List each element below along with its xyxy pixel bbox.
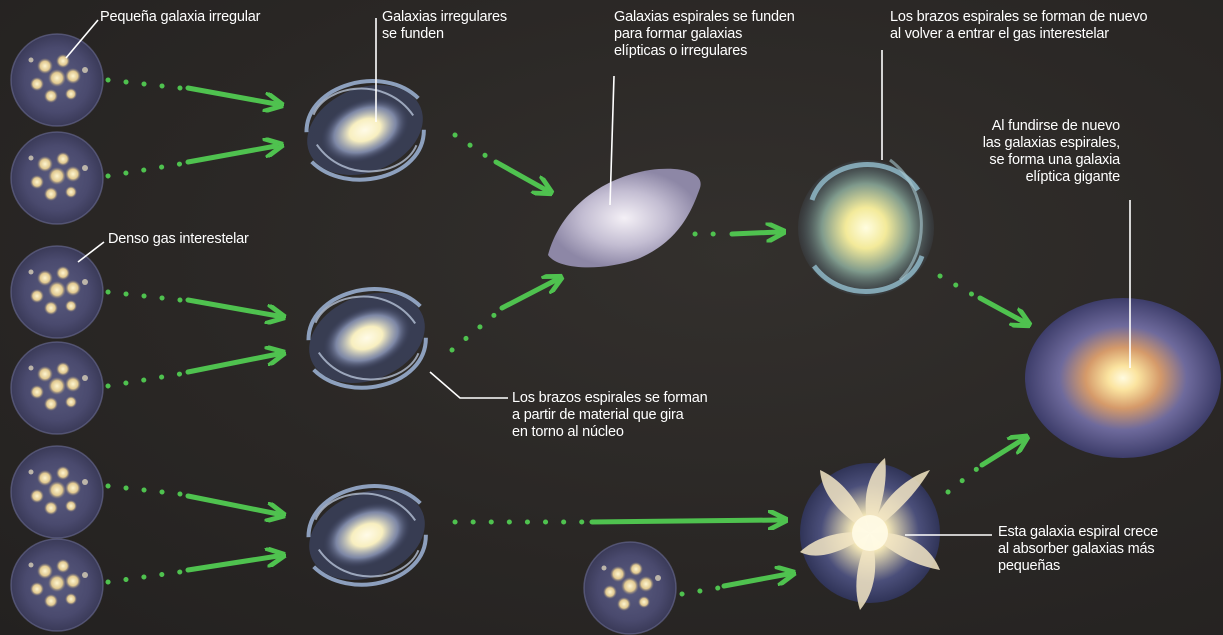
label-irregulars-merge: Galaxias irregulares se funden (382, 9, 507, 43)
spiral-galaxy-icon (294, 69, 437, 192)
label-dense-gas: Denso gas interestelar (108, 231, 249, 248)
label-spirals-merge: Galaxias espirales se funden para formar… (614, 9, 795, 60)
irregular-galaxy-icon (11, 539, 103, 631)
irregular-galaxy-icon (11, 132, 103, 224)
label-spiral-grows: Esta galaxia espiral crece al absorber g… (998, 524, 1158, 575)
irregular-galaxy-icon (11, 446, 103, 538)
pinwheel-spiral-galaxy-icon (800, 458, 940, 610)
label-arms-reform: Los brazos espirales se forman de nuevo … (890, 9, 1147, 43)
irregular-galaxy-icon (11, 246, 103, 338)
irregular-galaxy-icon (11, 34, 103, 126)
label-arms-form: Los brazos espirales se forman a partir … (512, 390, 708, 441)
leader-dense-gas (78, 242, 104, 262)
label-small-irregular: Pequeña galaxia irregular (100, 9, 260, 26)
leader-arms-form (430, 372, 508, 398)
spiral-galaxy-icon (296, 474, 439, 597)
spiral-reformed-galaxy-icon (798, 160, 934, 296)
irregular-galaxy-icon (11, 342, 103, 434)
giant-elliptical-galaxy-icon (1025, 298, 1221, 458)
irregular-merged-galaxy-icon (548, 169, 701, 268)
irregular-galaxy-icon (584, 542, 676, 634)
spiral-galaxy-icon (296, 277, 439, 400)
label-giant-elliptical: Al fundirse de nuevo las galaxias espira… (930, 118, 1120, 186)
